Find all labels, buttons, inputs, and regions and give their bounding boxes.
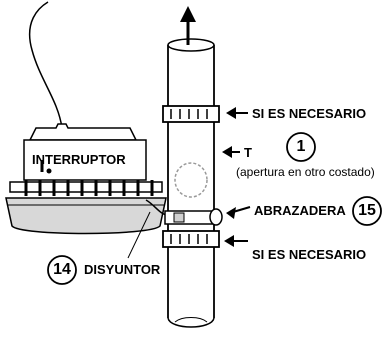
callout-number-14: 14: [53, 261, 71, 278]
abrazadera-band: [164, 208, 223, 226]
disyuntor-leader: [127, 211, 151, 259]
label-abrazadera: ABRAZADERA: [254, 203, 346, 218]
flow-arrow: [180, 6, 196, 45]
callout-circle-1: [286, 132, 316, 162]
switch-housing: [5, 123, 167, 235]
top-clamp: [162, 105, 220, 123]
pointer-abrazadera-icon: [226, 206, 251, 219]
callout-number-1: 1: [296, 138, 306, 155]
pointer-top-clamp-icon: [226, 107, 248, 119]
callout-circle-15: [352, 196, 382, 226]
label-interruptor: INTERRUPTOR: [32, 152, 126, 167]
pointer-bottom-clamp-icon: [224, 235, 248, 247]
label-disyuntor: DISYUNTOR: [84, 262, 161, 277]
t-opening: [174, 162, 208, 198]
callout-circle-14: [47, 255, 77, 285]
label-si-es-necesario-top: SI ES NECESARIO: [252, 106, 367, 121]
pointer-t-icon: [222, 146, 240, 158]
callout-number-15: 15: [358, 202, 376, 219]
bottom-clamp: [162, 230, 220, 248]
pipe: [167, 38, 215, 328]
label-apertura: (apertura en otro costado): [236, 165, 375, 179]
power-cord: [28, 1, 63, 129]
label-si-es-necesario-bottom: SI ES NECESARIO: [252, 247, 367, 262]
label-t: T: [244, 145, 252, 160]
